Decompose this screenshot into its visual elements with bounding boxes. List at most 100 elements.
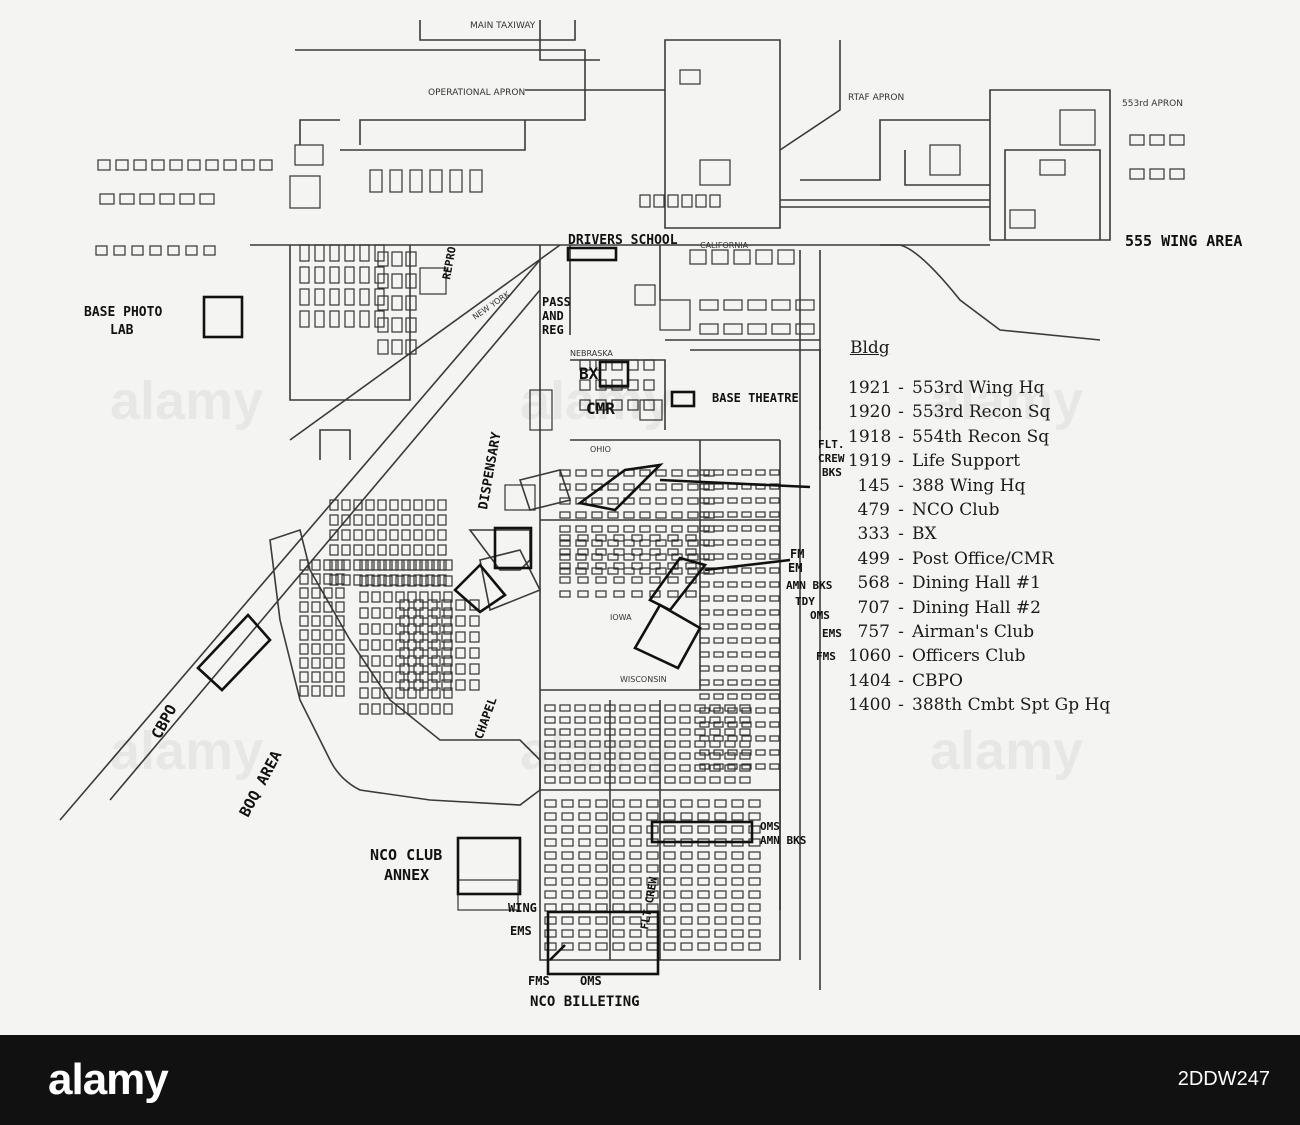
building: [755, 553, 766, 560]
building: [159, 193, 175, 205]
building: [741, 567, 752, 574]
building: [713, 511, 724, 518]
building: [619, 740, 631, 748]
map-label-oms-amn: OMS: [760, 820, 780, 833]
building: [769, 735, 780, 742]
legend-row: 1404-CBPO: [848, 669, 1178, 693]
building: [427, 679, 438, 691]
airmans-club: [633, 603, 702, 670]
building: [167, 245, 180, 256]
map-label-bx: BX: [579, 364, 599, 383]
building: [391, 317, 403, 333]
building: [694, 716, 706, 724]
building: [755, 651, 766, 658]
building: [713, 735, 724, 742]
building: [748, 942, 761, 951]
building: [713, 679, 724, 686]
building: [371, 623, 381, 635]
building: [419, 575, 429, 587]
building: [544, 929, 557, 938]
building: [455, 663, 466, 675]
building: [741, 623, 752, 630]
building: [431, 607, 441, 619]
building: [595, 825, 608, 834]
building: [595, 799, 608, 808]
building: [1169, 168, 1185, 180]
building: [544, 890, 557, 899]
building: [612, 799, 625, 808]
building: [341, 544, 351, 556]
building: [714, 916, 727, 925]
building: [755, 567, 766, 574]
building: [663, 903, 676, 912]
building: [639, 483, 651, 491]
map-label-dispensary: DISPENSARY: [476, 431, 504, 511]
road-outline: [319, 429, 351, 460]
building: [679, 764, 691, 772]
building: [377, 544, 387, 556]
building: [629, 825, 642, 834]
building: [443, 559, 453, 571]
building: [755, 735, 766, 742]
building: [724, 752, 736, 760]
building: [631, 548, 643, 556]
building: [311, 629, 321, 641]
building: [713, 665, 724, 672]
building: [425, 559, 435, 571]
building: [335, 629, 345, 641]
building: [299, 643, 309, 655]
building: [634, 704, 646, 712]
building: [699, 651, 710, 658]
map-label-boq-area: BOQ AREA: [236, 748, 286, 820]
building: [741, 539, 752, 546]
building: [371, 655, 381, 667]
building: [604, 728, 616, 736]
building: [755, 623, 766, 630]
building: [407, 655, 417, 667]
building: [727, 623, 738, 630]
building: [399, 631, 410, 643]
building: [369, 169, 383, 193]
building: [699, 299, 719, 311]
building: [577, 562, 589, 570]
building: [1149, 134, 1165, 146]
building: [1129, 168, 1145, 180]
building: [595, 812, 608, 821]
building: [769, 763, 780, 770]
legend-building-name: NCO Club: [912, 499, 1000, 520]
building: [741, 469, 752, 476]
building: [341, 514, 351, 526]
building: [727, 553, 738, 560]
building: [741, 553, 752, 560]
building: [741, 735, 752, 742]
building: [335, 657, 345, 669]
leader-arrow: [659, 478, 811, 489]
building: [589, 704, 601, 712]
building: [649, 752, 661, 760]
building: [731, 890, 744, 899]
building: [709, 776, 721, 784]
building: [727, 525, 738, 532]
building: [578, 812, 591, 821]
building: [299, 310, 310, 328]
legend-separator: -: [898, 695, 904, 716]
building: [714, 877, 727, 886]
map-label-fms-side: FMS: [816, 650, 836, 663]
legend-title: Bldg: [850, 338, 890, 358]
building: [419, 655, 429, 667]
building: [544, 864, 557, 873]
map-label-nco-billeting: NCO BILLETING: [530, 994, 640, 1010]
building: [639, 567, 651, 575]
building: [377, 317, 389, 333]
building: [359, 703, 369, 715]
building: [629, 942, 642, 951]
building: [575, 567, 587, 575]
building: [383, 703, 393, 715]
building: [574, 728, 586, 736]
building: [713, 525, 724, 532]
building: [680, 903, 693, 912]
building: [323, 615, 333, 627]
building: [578, 903, 591, 912]
building: [443, 703, 453, 715]
building: [629, 864, 642, 873]
